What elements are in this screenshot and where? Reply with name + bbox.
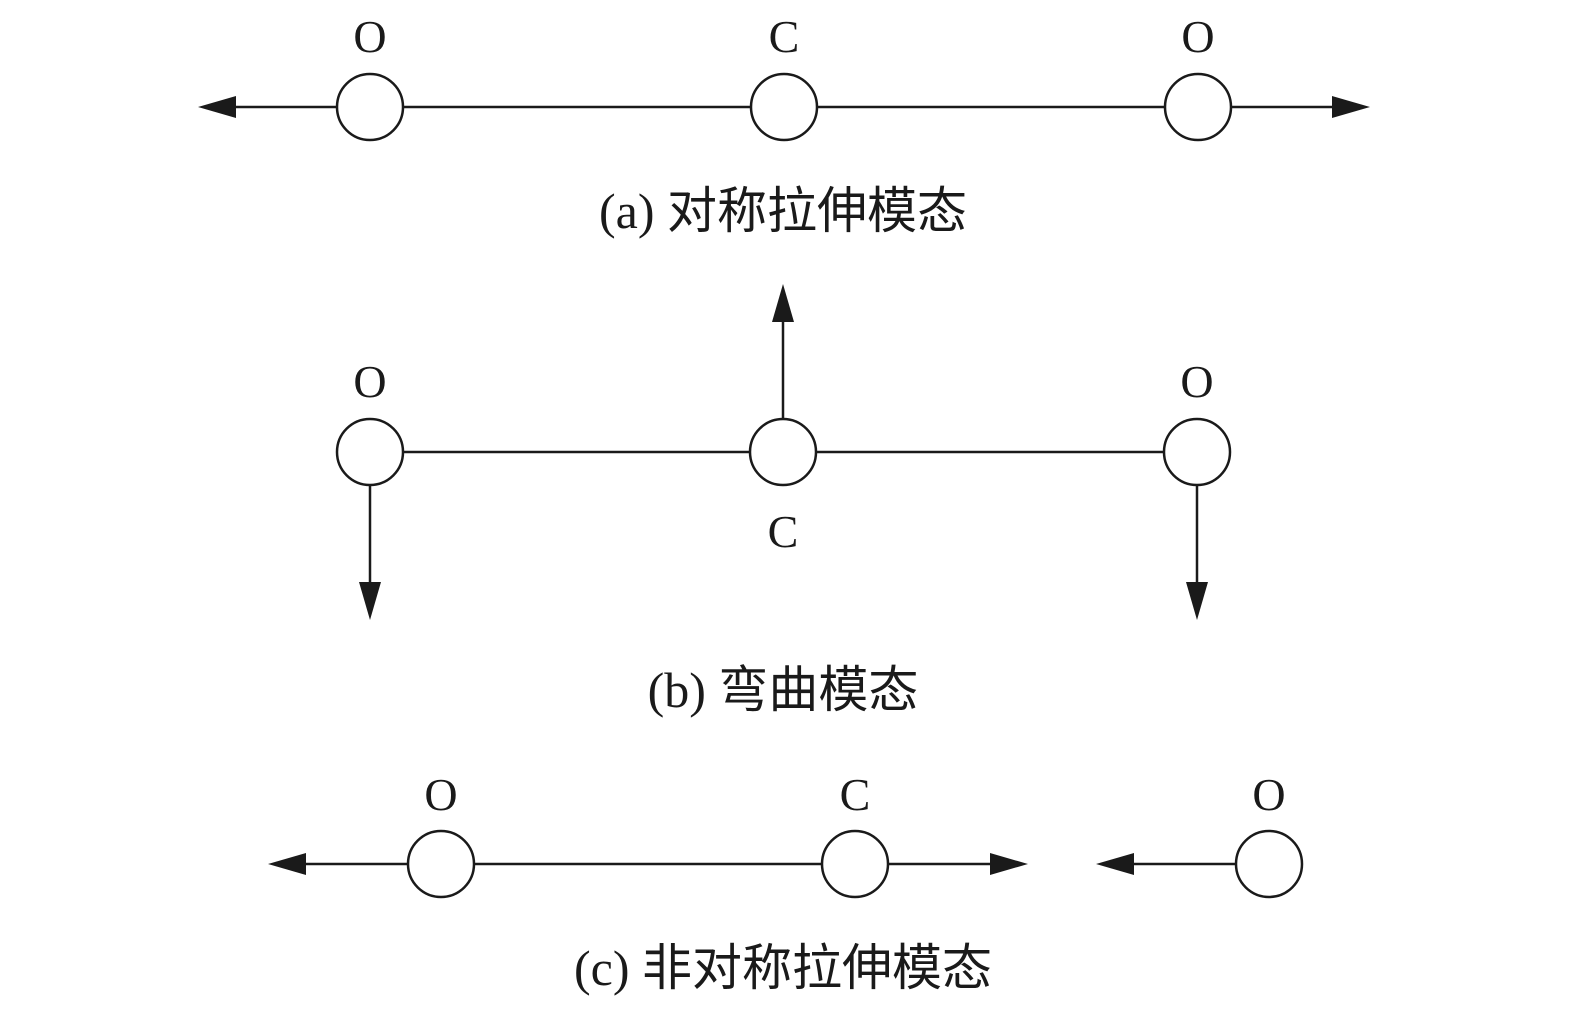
atom-c-carbon [820, 829, 890, 899]
arrow-b-oxygen-right-down-head [1186, 582, 1208, 620]
atom-label-a-carbon: C [769, 11, 800, 62]
atom-label-c-oxygen-left: O [424, 769, 457, 820]
atom-label-c-oxygen-right: O [1252, 769, 1285, 820]
atom-label-a-oxygen-right: O [1181, 11, 1214, 62]
atom-a-carbon [749, 72, 819, 142]
atom-b-oxygen-left [335, 417, 405, 487]
arrow-c-oxygen-left-head [268, 853, 306, 875]
atom-label-a-oxygen-left: O [353, 11, 386, 62]
panel-c: O C O (c) 非对称拉伸模态 [268, 769, 1304, 996]
arrow-b-carbon-up-head [772, 284, 794, 322]
arrow-c-carbon-right-head [990, 853, 1028, 875]
arrow-a-right-head [1332, 96, 1370, 118]
atom-c-oxygen-left [406, 829, 476, 899]
arrow-a-left-head [198, 96, 236, 118]
atom-label-c-carbon: C [840, 769, 871, 820]
caption-c: (c) 非对称拉伸模态 [574, 940, 992, 996]
atom-a-oxygen-left [335, 72, 405, 142]
atom-label-b-oxygen-right: O [1180, 356, 1213, 407]
atom-label-b-carbon: C [768, 506, 799, 557]
panel-b: O C O (b) 弯曲模态 [335, 284, 1232, 718]
arrow-b-oxygen-left-down-head [359, 582, 381, 620]
atom-b-oxygen-right [1162, 417, 1232, 487]
arrow-c-oxygen-right-head [1096, 853, 1134, 875]
atom-a-oxygen-right [1163, 72, 1233, 142]
caption-b: (b) 弯曲模态 [648, 662, 919, 718]
atom-c-oxygen-right [1234, 829, 1304, 899]
caption-a: (a) 对称拉伸模态 [599, 183, 967, 239]
atom-label-b-oxygen-left: O [353, 356, 386, 407]
atom-b-carbon [748, 417, 818, 487]
panel-a: O C O (a) 对称拉伸模态 [198, 11, 1370, 239]
